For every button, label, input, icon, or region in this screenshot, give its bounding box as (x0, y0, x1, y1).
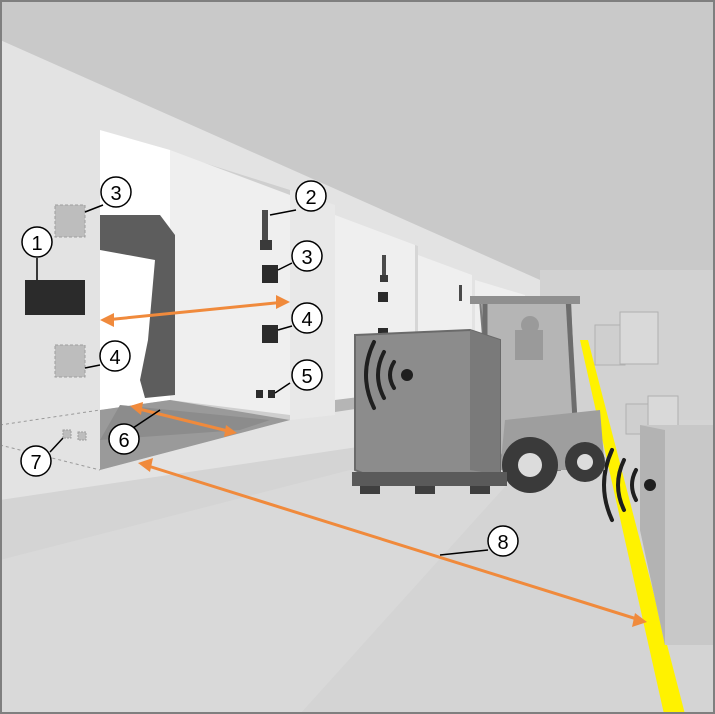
arrow-4-width (100, 295, 290, 327)
dock-door-dark-side (170, 150, 290, 415)
callout-3a: 3 (100, 176, 132, 208)
ghost-sensor-7b (77, 431, 87, 441)
dock-seal-shadow (100, 215, 175, 398)
ceiling (0, 0, 715, 280)
callout-7: 7 (20, 445, 52, 477)
sensor-4b (262, 325, 278, 343)
ghost-sensor-7a (62, 429, 72, 439)
bg-box-2 (619, 311, 659, 365)
sensor-5a (256, 390, 263, 398)
sensor-5b (268, 390, 275, 398)
svg-text:2: 2 (305, 187, 316, 209)
callout-8: 8 (487, 525, 519, 557)
dock-leveler (100, 405, 270, 440)
arrow-6-leveler (130, 402, 237, 437)
callout-4b: 4 (291, 302, 323, 334)
svg-text:3: 3 (110, 183, 121, 205)
wireless-signal-icon (602, 448, 656, 522)
pallet-icon (352, 328, 507, 494)
callout-6: 6 (108, 423, 140, 455)
bg-box-4 (647, 395, 679, 427)
right-column-face (640, 425, 665, 645)
antenna-icon (260, 210, 272, 250)
forklift-icon (470, 296, 605, 493)
callout-5: 5 (291, 359, 323, 391)
svg-text:6: 6 (118, 430, 129, 452)
callout-1: 1 (21, 226, 53, 258)
svg-text:8: 8 (497, 532, 508, 554)
arrow-8-distance (138, 458, 647, 627)
display-panel-1 (25, 280, 85, 315)
dotted-guide-upper (0, 409, 101, 426)
antenna-icon (459, 285, 462, 301)
callout-3b: 3 (291, 240, 323, 272)
floor-highlight (0, 470, 520, 714)
sensor-3b (262, 265, 278, 283)
antenna-icon (380, 255, 388, 282)
sensor-dock2-a (378, 292, 388, 302)
dotted-guide-lower (0, 444, 101, 471)
svg-text:4: 4 (109, 347, 120, 369)
ghost-sensor-4a (54, 344, 86, 378)
svg-text:3: 3 (301, 247, 312, 269)
callout-2: 2 (295, 180, 327, 212)
svg-text:5: 5 (301, 366, 312, 388)
svg-text:4: 4 (301, 309, 312, 331)
callout-leaders (36, 204, 489, 556)
wireless-signal-icon (364, 340, 413, 410)
callout-4a: 4 (99, 340, 131, 372)
ghost-sensor-3a (54, 204, 86, 238)
yellow-lane-line (580, 340, 685, 714)
svg-text:7: 7 (30, 452, 41, 474)
svg-text:1: 1 (31, 233, 42, 255)
